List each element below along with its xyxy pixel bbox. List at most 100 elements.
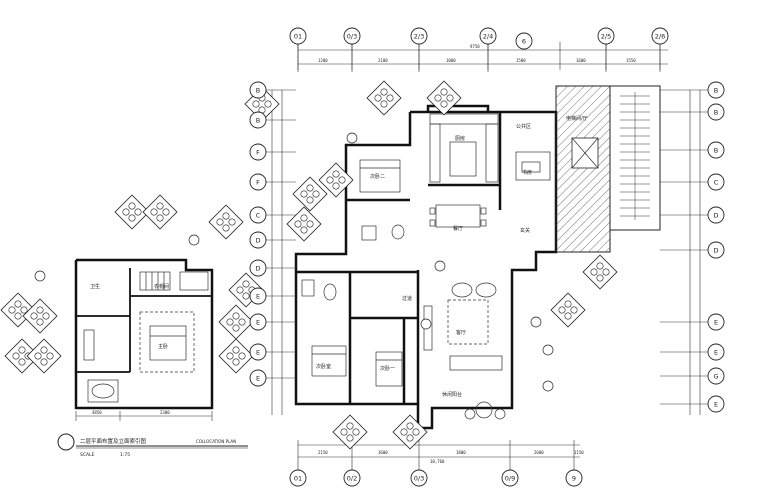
room-living: 客厅 <box>456 329 466 336</box>
svg-text:E: E <box>256 293 260 301</box>
dim-bottom-total: 10,760 <box>430 459 445 464</box>
room-entry: 玄关 <box>520 227 530 234</box>
dim-bottom-1: 2150 <box>318 450 328 455</box>
room-master-bedroom: 主卧 <box>158 343 168 350</box>
dim-top-total: 9750 <box>470 44 480 49</box>
room-master: 次卧室 <box>316 363 331 370</box>
grid-bubble-left-0: B <box>249 81 296 99</box>
drawing-title: 二层平面布置及立面索引图 <box>80 437 147 445</box>
svg-text:01: 01 <box>294 475 302 483</box>
main-walls <box>294 104 558 430</box>
grid-bubble-top-0: 01 <box>289 27 307 72</box>
svg-text:B: B <box>256 87 260 95</box>
elevation-tags <box>34 132 554 392</box>
dim-bottom-3: 1800 <box>456 450 466 455</box>
grid-bubble-right-2: B <box>660 141 725 159</box>
grid-bubble-left-9: E <box>249 343 296 361</box>
stair-core <box>555 85 661 253</box>
svg-text:B: B <box>714 87 718 95</box>
dim-bottom-5: 1150 <box>574 450 584 455</box>
room-closet: 衣帽间 <box>154 283 169 290</box>
svg-text:B: B <box>256 117 260 125</box>
scale-label: SCALE <box>80 452 95 458</box>
grid-bubble-left-10: E <box>249 369 296 387</box>
room-bath: 卫生 <box>90 283 100 290</box>
svg-text:E: E <box>256 349 260 357</box>
svg-text:D: D <box>713 247 718 255</box>
grid-bubble-left-7: E <box>249 287 296 305</box>
dim-small-1: 4850 <box>92 410 102 415</box>
grid-bubble-right-4: D <box>660 206 725 224</box>
grid-bubble-top-3: 2/4 <box>479 27 497 72</box>
scale-value: 1:75 <box>120 452 130 458</box>
svg-text:D: D <box>255 265 260 273</box>
svg-text:9: 9 <box>572 475 576 483</box>
svg-text:D: D <box>255 237 260 245</box>
grid-bubble-top-4: 2/5 <box>597 27 615 72</box>
grid-bubble-bottom-3: 0/9 <box>501 465 519 487</box>
svg-text:2/3: 2/3 <box>414 33 424 41</box>
dim-top-6: 1550 <box>626 58 636 63</box>
title-block <box>57 433 248 451</box>
svg-text:01: 01 <box>294 33 302 41</box>
room-dining: 餐厅 <box>453 225 463 232</box>
grid-bubble-top-1: 0/3 <box>343 27 361 72</box>
grid-bubble-right-0: B <box>660 81 725 99</box>
dim-top-1: 1200 <box>318 58 328 63</box>
svg-text:E: E <box>714 319 718 327</box>
room-bedroom2: 次卧二 <box>370 173 385 180</box>
grid-bubble-left-6: D <box>249 259 296 277</box>
dim-top-4: 1500 <box>516 58 526 63</box>
svg-text:E: E <box>256 375 260 383</box>
grid-bubble-bottom-4: 9 <box>565 465 583 487</box>
room-corridor: 过道 <box>402 295 412 302</box>
index-symbols <box>0 80 618 450</box>
grid-bubble-left-2: F <box>249 143 296 161</box>
grid-bubble-right-9: E <box>660 395 725 413</box>
svg-text:0/9: 0/9 <box>505 475 515 483</box>
svg-text:F: F <box>256 179 260 187</box>
furniture-main <box>301 113 551 420</box>
dim-bottom-2: 1600 <box>378 450 388 455</box>
grid-bubble-left-3: F <box>249 173 296 191</box>
svg-text:2/4: 2/4 <box>483 33 493 41</box>
upper-floor-plan <box>74 258 214 421</box>
grid-bubble-top-extra: 6 <box>515 32 533 50</box>
dim-top-5: 1600 <box>576 58 586 63</box>
svg-text:2/6: 2/6 <box>655 33 665 41</box>
room-elevator: 电梯间/厅 <box>566 115 588 122</box>
dim-bottom-4: 2600 <box>534 450 544 455</box>
grid-bubble-right-3: C <box>660 173 725 191</box>
svg-text:0/3: 0/3 <box>414 475 424 483</box>
dim-top-2: 2100 <box>378 58 388 63</box>
room-kitchen: 厨房 <box>455 135 465 142</box>
svg-text:B: B <box>714 109 718 117</box>
svg-text:G: G <box>713 373 718 381</box>
svg-text:0/3: 0/3 <box>347 33 357 41</box>
grid-bubble-right-5: D <box>660 241 725 259</box>
grid-bubble-right-1: B <box>660 103 725 121</box>
svg-text:E: E <box>714 401 718 409</box>
grid-bubble-right-7: E <box>660 343 725 361</box>
dim-small-2: 2300 <box>160 410 170 415</box>
svg-text:E: E <box>256 319 260 327</box>
dim-top-3: 1800 <box>446 58 456 63</box>
svg-text:2/5: 2/5 <box>601 33 611 41</box>
grid-bubble-left-4: C <box>249 206 296 224</box>
grid-bubble-left-8: E <box>249 313 296 331</box>
grid-bubble-bottom-2: 0/3 <box>410 465 428 487</box>
grid-bubble-top-2: 2/3 <box>410 27 428 72</box>
grid-bubble-left-5: D <box>249 231 296 249</box>
svg-text:F: F <box>256 149 260 157</box>
top-dimension-lines <box>297 42 668 70</box>
grid-bubble-top-5: 2/6 <box>651 27 669 72</box>
grid-bubble-bottom-0: 01 <box>289 465 307 487</box>
english-title: COLLOCATION PLAN <box>196 439 236 444</box>
room-public: 公共区 <box>516 123 531 130</box>
grid-bubble-bottom-1: 0/2 <box>343 465 361 487</box>
svg-text:0/2: 0/2 <box>347 475 357 483</box>
svg-text:6: 6 <box>522 38 526 46</box>
room-bedroom1: 次卧一 <box>380 365 395 372</box>
